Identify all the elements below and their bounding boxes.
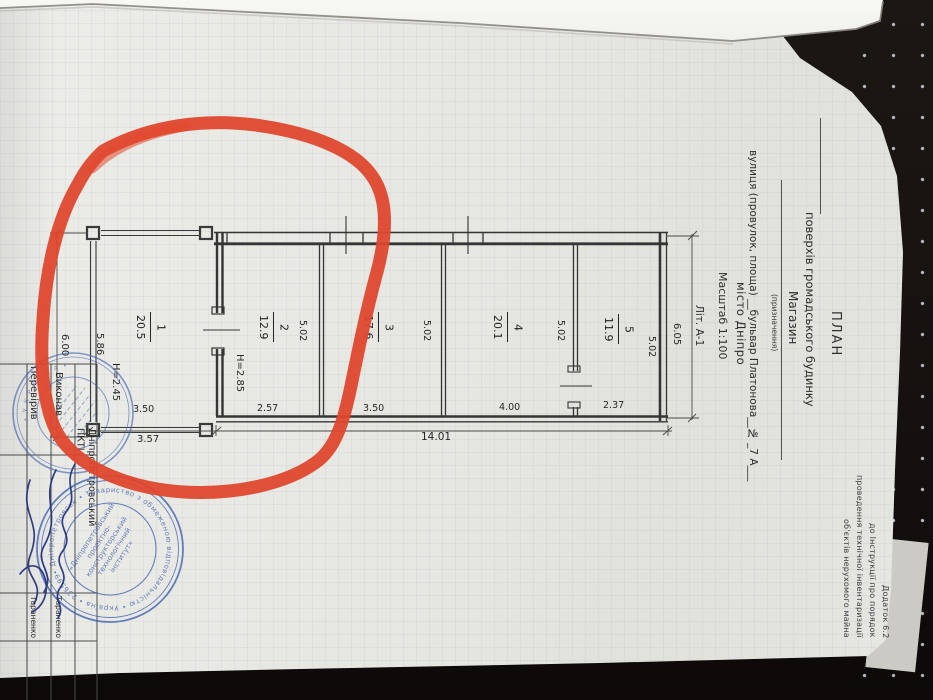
document-sheet [0, 4, 903, 678]
